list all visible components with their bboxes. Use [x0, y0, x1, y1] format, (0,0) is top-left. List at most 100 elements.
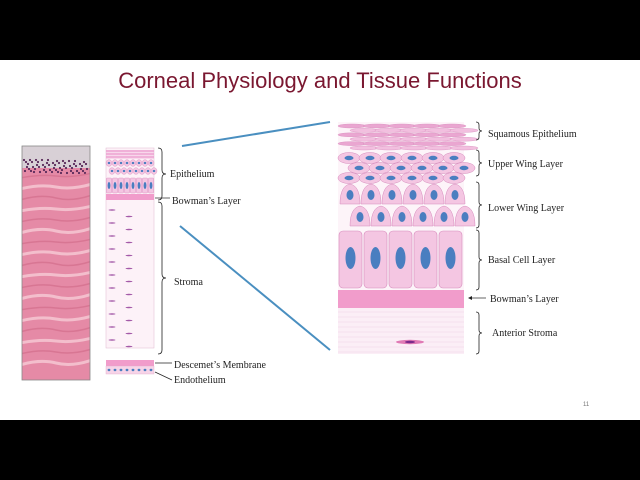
small-basal-nucleus — [137, 182, 141, 189]
zoom-line-top — [181, 121, 331, 147]
lower-wing-nucleus — [440, 212, 448, 222]
small-endothelium-nucleus — [149, 368, 153, 372]
histology-nucleus — [27, 167, 31, 171]
small-wing-nucleus — [125, 161, 129, 165]
small-endothelium-nucleus — [119, 368, 123, 372]
detail-stroma-fibers — [338, 311, 464, 353]
small-wing-nucleus — [149, 161, 153, 165]
small-keratocyte — [108, 248, 116, 250]
histology-nucleus — [35, 163, 39, 167]
histology-nucleus — [41, 163, 45, 167]
histology-band — [22, 348, 90, 355]
histology-nucleus — [78, 162, 82, 166]
small-endothelium-nucleus — [113, 368, 117, 372]
squamous-cell — [374, 128, 404, 133]
squamous-cell — [412, 123, 442, 129]
upper-wing-nucleus — [417, 165, 427, 171]
slide-title: Corneal Physiology and Tissue Functions — [118, 68, 522, 93]
squamous-cell — [424, 145, 454, 151]
small-keratocyte — [108, 300, 116, 302]
squamous-cell — [387, 141, 417, 146]
histology-band — [22, 204, 90, 213]
histology-nucleus — [81, 169, 85, 173]
squamous-bracket — [475, 121, 483, 141]
histology-band — [22, 238, 90, 245]
histology-band — [22, 172, 90, 179]
histology-nucleus — [62, 164, 66, 168]
detail-anterior-stroma — [338, 308, 464, 354]
histology-nucleus — [69, 169, 73, 173]
squamous-cell — [399, 145, 429, 151]
histology-nucleus — [80, 164, 84, 168]
histology-band — [22, 194, 90, 201]
lower-wing-nucleus — [419, 212, 427, 222]
small-wing-nucleus — [140, 169, 144, 173]
squamous-cell — [437, 132, 467, 138]
upper-wing-nucleus — [396, 165, 406, 171]
squamous-cell — [337, 132, 367, 138]
histology-band — [22, 227, 90, 235]
small-keratocyte — [125, 293, 133, 296]
histology-band — [22, 248, 90, 257]
upper-wing-bracket — [475, 149, 483, 177]
small-squamous-cell — [106, 156, 154, 159]
upper-wing-nucleus — [386, 175, 396, 181]
upper-wing-nucleus — [365, 175, 375, 181]
small-wing-nucleus — [119, 161, 123, 165]
small-wing-nucleus — [107, 161, 111, 165]
small-wing-nucleus — [116, 169, 120, 173]
upper-wing-nucleus — [438, 165, 448, 171]
small-keratocyte — [125, 215, 133, 218]
upper-wing-nucleus — [344, 175, 354, 181]
histology-nucleus — [47, 163, 51, 167]
label-small-bowmans: Bowman’s Layer — [172, 196, 241, 207]
histology-nucleus — [30, 160, 34, 164]
small-keratocyte — [125, 332, 133, 335]
label-descemets: Descemet’s Membrane — [174, 360, 266, 371]
histology-nucleus — [52, 166, 56, 170]
small-keratocyte — [125, 319, 133, 322]
histology-band — [22, 182, 90, 191]
basal-bracket — [475, 229, 483, 291]
histology-band — [22, 314, 90, 323]
histology-nucleus — [26, 162, 30, 166]
upper-wing-nucleus — [386, 155, 396, 161]
label-detail-bowmans: Bowman’s Layer — [490, 294, 559, 305]
upper-wing-nucleus — [354, 165, 364, 171]
histology-nucleus — [37, 165, 41, 169]
histology-epithelium-cells — [22, 158, 89, 175]
anterior-stroma-bracket — [475, 311, 483, 355]
small-wing-nucleus — [110, 169, 114, 173]
histology-nucleus — [58, 166, 62, 170]
small-basal-nucleus — [113, 182, 117, 189]
small-wing-nucleus — [152, 169, 156, 173]
detail-upper-wing-cells — [337, 152, 476, 184]
label-anterior-stroma: Anterior Stroma — [492, 328, 558, 339]
small-basal-nucleus — [125, 182, 129, 189]
lower-wing-nucleus — [398, 212, 406, 222]
small-keratocyte — [125, 345, 133, 348]
histology-nucleus — [63, 161, 67, 165]
squamous-cell — [362, 123, 392, 129]
small-basal-nucleus — [143, 182, 147, 189]
lower-wing-nucleus — [451, 190, 459, 200]
histology-nucleus — [23, 169, 27, 173]
histology-nucleus — [36, 160, 40, 164]
small-keratocyte — [125, 306, 133, 309]
squamous-cell — [337, 141, 367, 146]
small-keratocyte — [108, 222, 116, 224]
small-squamous-cell — [106, 150, 154, 153]
detail-lower-wing-cells — [339, 183, 476, 227]
upper-wing-nucleus — [449, 175, 459, 181]
detail-bowmans-layer — [338, 290, 464, 308]
upper-wing-nucleus — [407, 175, 417, 181]
small-keratocyte — [125, 280, 133, 283]
small-endothelium-nucleus — [137, 368, 141, 372]
basal-nucleus — [345, 247, 356, 269]
lower-wing-nucleus — [388, 190, 396, 200]
small-keratocyte — [108, 209, 116, 211]
histology-band — [22, 260, 90, 267]
histology-nucleus — [22, 158, 26, 162]
squamous-cell — [449, 136, 479, 142]
histology-nucleus — [42, 168, 46, 172]
